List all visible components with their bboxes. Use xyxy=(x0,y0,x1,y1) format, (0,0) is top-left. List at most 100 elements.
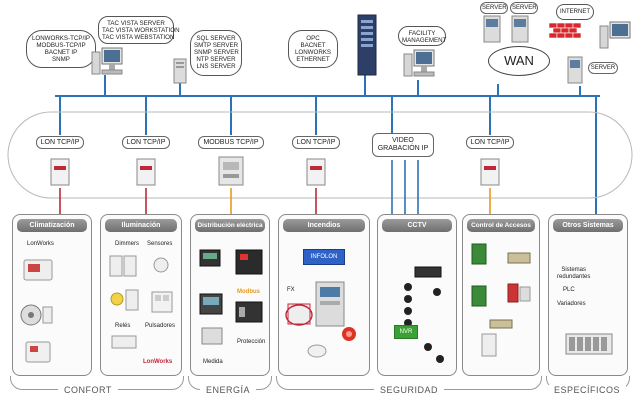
group-label-confort: CONFORT xyxy=(58,385,118,395)
internet-bubble: INTERNET xyxy=(556,4,594,20)
door-lock-icon xyxy=(507,252,531,264)
video-gateway-label: VIDEO GRABACIÓN IP xyxy=(372,133,434,157)
server-tower-icon xyxy=(173,58,187,84)
snmp-server-label: SNMP SERVER xyxy=(194,49,239,56)
ilum-lonworks-label: LonWorks xyxy=(143,359,173,365)
modbus-gateway-device xyxy=(218,156,244,186)
keypad-reader-icon xyxy=(481,333,497,357)
bacnet-label: BACNET xyxy=(300,42,326,49)
protocol-lonworks-tcpip: LONWORKS-TCP/IP xyxy=(31,35,91,42)
access-board-2-icon xyxy=(471,285,487,307)
panel-incendios: Incendios INFOLON FX xyxy=(278,214,370,376)
group-label-seguridad: SEGURIDAD xyxy=(374,385,445,395)
dvr-device-icon xyxy=(414,266,442,278)
circuit-breaker-icon xyxy=(235,301,263,323)
protocol-bacnet-ip: BACNET IP xyxy=(44,49,78,56)
panel-distribucion-electrica: Distribución eléctrica Modbus Protección… xyxy=(190,214,270,376)
panel-title-otros: Otros Sistemas xyxy=(553,219,623,232)
tac-vista-webstation-label: TAC VISTA WEBSTATION xyxy=(102,34,175,41)
dimmers-label: Dimmers xyxy=(115,241,139,247)
thermostat-icon xyxy=(23,259,53,281)
variadores-label: Variadores xyxy=(557,301,586,307)
panel-title-climatizacion: Climatización xyxy=(17,219,87,232)
sql-server-label: SQL SERVER xyxy=(196,35,236,42)
nvr-label: NVR xyxy=(399,329,413,335)
panel-cctv: CCTV NVR xyxy=(377,214,457,376)
facility-management-bubble: FACILITY MANAGEMENT xyxy=(398,26,446,46)
management-label: MANAGEMENT xyxy=(402,37,447,44)
rack-server-icon xyxy=(357,14,377,76)
modbus-label: Modbus xyxy=(237,289,260,295)
protocol-modbus-tcpip: MODBUS-TCP/IP xyxy=(36,42,86,49)
facility-pc-icon xyxy=(403,49,435,77)
wan-label: WAN xyxy=(504,53,534,68)
medida-label: Medida xyxy=(203,359,223,365)
video-label: VIDEO xyxy=(392,137,414,144)
tac-vista-workstation-label: TAC VISTA WORKSTATION xyxy=(102,27,180,34)
lonworks-label: LONWORKS xyxy=(294,49,332,56)
gateway-label-3: MODBUS TCP/IP xyxy=(198,136,264,149)
pulsadores-label: Pulsadores xyxy=(145,323,176,329)
presence-sensor-icon xyxy=(153,257,169,273)
redundantes-label: redundantes xyxy=(557,274,591,280)
gateway-corridor xyxy=(7,111,633,199)
workstation-pc-icon xyxy=(91,47,123,75)
gateway-label-6: LON TCP/IP xyxy=(466,136,514,149)
grabacion-ip-label: GRABACIÓN IP xyxy=(377,145,429,152)
ethernet-label: ETHERNET xyxy=(296,56,330,63)
lon-gateway-device-6 xyxy=(480,158,500,186)
panel-otros-sistemas: Otros Sistemas Sistemas redundantes PLC … xyxy=(548,214,628,376)
gateway-label-1: LON TCP/IP xyxy=(36,136,84,149)
protocol-snmp: SNMP xyxy=(52,56,70,63)
fan-coil-icon xyxy=(20,304,53,326)
panel-title-cctv: CCTV xyxy=(382,219,452,232)
hvac-controller-icon xyxy=(25,341,51,363)
internet-pc-icon xyxy=(599,21,631,49)
plc-label: PLC xyxy=(563,287,575,293)
power-meter-icon xyxy=(199,249,221,267)
dome-camera-icon xyxy=(433,288,441,296)
meter-device-icon xyxy=(201,327,223,345)
panel-climatizacion: Climatización LonWorks xyxy=(12,214,92,376)
plc-rack-icon xyxy=(565,333,613,355)
protection-relay-icon xyxy=(235,249,263,275)
nvr-box: NVR xyxy=(394,325,418,339)
access-board-1-icon xyxy=(471,243,487,265)
dimmer-modules-icon xyxy=(109,255,137,277)
lns-server-label: LNS SERVER xyxy=(196,63,236,70)
energy-analyzer-icon xyxy=(199,293,223,315)
sensores-label: Sensores xyxy=(147,241,173,247)
smoke-detector-icon xyxy=(307,344,327,358)
panel-title-accesos: Control de Accesos xyxy=(467,219,535,232)
clima-lonworks-label: LonWorks xyxy=(27,241,54,247)
server-label-2: SERVER xyxy=(510,2,538,14)
servers-bubble: SQL SERVER SMTP SERVER SNMP SERVER NTP S… xyxy=(190,30,242,76)
lon-gateway-device-1 xyxy=(50,158,70,186)
sistemas-label: Sistemas xyxy=(561,267,587,273)
fx-label: FX xyxy=(287,287,295,293)
sistemas-redundantes-label: Sistemas redundantes xyxy=(557,267,590,281)
opc-label: OPC xyxy=(306,35,320,42)
card-reader-icon xyxy=(507,283,531,303)
lon-gateway-device-2 xyxy=(136,158,156,186)
server-label-1: SERVER xyxy=(480,2,508,14)
facility-label: FACILITY xyxy=(408,30,436,37)
relay-module-icon xyxy=(111,335,137,349)
ntp-server-label: NTP SERVER xyxy=(196,56,236,63)
wan-cloud: WAN xyxy=(488,46,550,76)
panel-iluminacion: Iluminación Dimmers Sensores Relés Pulsa… xyxy=(100,214,182,376)
lamp-icon xyxy=(110,289,139,311)
firewall-icon xyxy=(548,22,582,39)
panel-title-distribucion: Distribución eléctrica xyxy=(195,219,265,232)
reles-label: Relés xyxy=(115,323,131,329)
push-buttons-icon xyxy=(151,291,173,313)
group-label-especificos: ESPECÍFICOS xyxy=(548,385,627,395)
proteccion-label: Protección xyxy=(237,339,266,345)
group-label-energia: ENERGÍA xyxy=(200,385,257,395)
server-label-3: SERVER xyxy=(588,62,618,74)
infolon-label: INFOLON xyxy=(310,254,338,260)
gateway-label-2: LON TCP/IP xyxy=(122,136,170,149)
fire-alarm-bell-icon xyxy=(342,327,356,341)
fire-panel-icon xyxy=(315,281,345,327)
remote-servers-icon xyxy=(483,15,529,43)
